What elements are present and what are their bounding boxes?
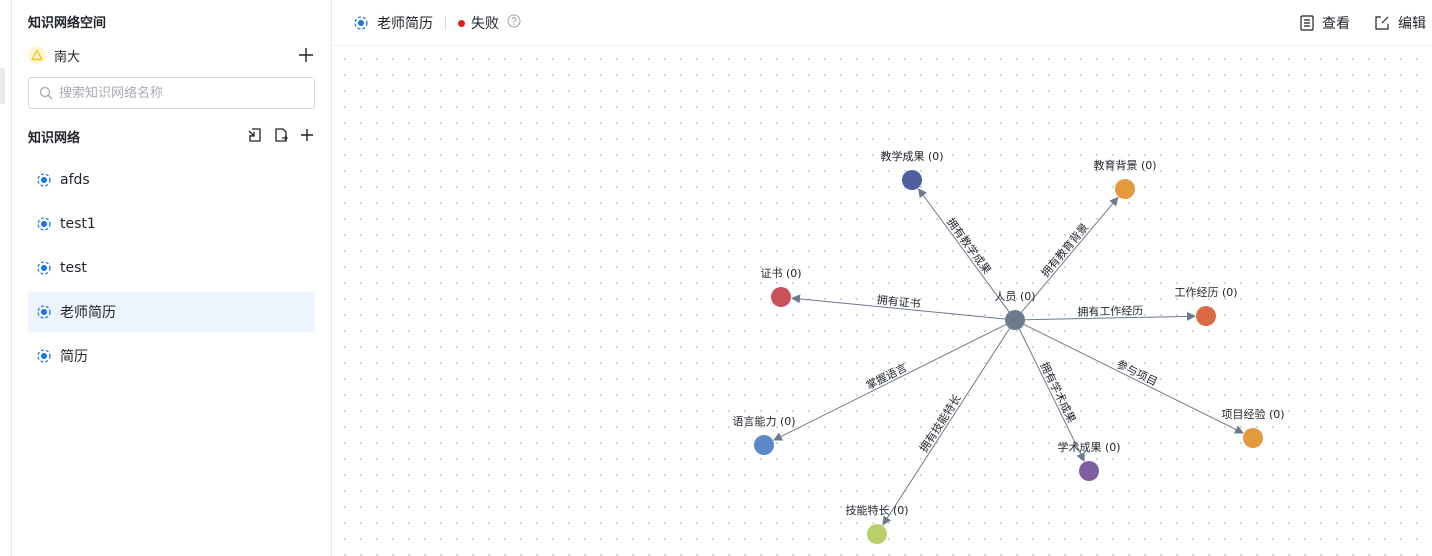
network-item-label: test1 (60, 216, 96, 232)
edge-label: 拥有学术成果 (1037, 360, 1079, 425)
edge-label: 拥有证书 (876, 292, 921, 310)
view-button-label: 查看 (1322, 16, 1350, 32)
network-icon (37, 173, 51, 187)
space-name: 南大 (54, 49, 81, 65)
graph-edge[interactable] (1021, 196, 1119, 313)
node-label: 教学成果 (0) (880, 149, 943, 163)
space-selector[interactable]: 南大 (28, 44, 316, 66)
node-label: 人员 (0) (994, 290, 1035, 303)
graph-edge[interactable] (1024, 311, 1196, 321)
graph-node[interactable] (902, 170, 922, 190)
graph-node[interactable] (771, 287, 791, 307)
graph-edge[interactable] (917, 188, 1010, 313)
network-list: afds test1 test 老师简历 简历 (28, 160, 315, 380)
graph-edge[interactable] (1018, 328, 1085, 462)
graph-canvas[interactable]: 拥有教学成果拥有教育背景拥有证书拥有工作经历掌握语言参与项目拥有学术成果拥有技能… (333, 47, 1432, 556)
edge-label: 拥有技能特长 (916, 392, 964, 455)
network-item-teacher-resume[interactable]: 老师简历 (28, 292, 315, 332)
edge-label: 拥有工作经历 (1077, 303, 1143, 318)
network-item-afds[interactable]: afds (28, 160, 315, 200)
network-icon (354, 16, 368, 30)
network-title: 老师简历 (377, 16, 433, 32)
network-icon (37, 305, 51, 319)
graph-edge[interactable] (791, 294, 1006, 320)
node-label: 教育背景 (0) (1093, 158, 1156, 172)
add-space-button[interactable] (296, 45, 316, 65)
node-label: 学术成果 (0) (1057, 440, 1120, 454)
sidebar: 知识网络空间 南大 知识网络 (12, 0, 332, 556)
network-icon (37, 217, 51, 231)
network-item-label: afds (60, 172, 90, 188)
node-label: 项目经验 (0) (1221, 407, 1284, 421)
export-button[interactable] (272, 126, 290, 144)
graph-node[interactable] (1196, 306, 1216, 326)
network-item-label: 老师简历 (60, 305, 116, 321)
network-item-test[interactable]: test (28, 248, 315, 288)
warning-triangle-icon (28, 46, 46, 64)
edit-icon (1375, 16, 1389, 30)
divider (445, 16, 446, 30)
network-item-label: test (60, 260, 87, 276)
section-title: 知识网络 (28, 130, 81, 146)
node-label: 技能特长 (0) (845, 503, 908, 517)
search-input[interactable] (59, 85, 299, 101)
network-item-label: 简历 (60, 349, 88, 365)
rail-marker (0, 68, 5, 104)
help-icon[interactable] (507, 14, 521, 32)
plus-icon (299, 48, 313, 62)
left-rail (0, 0, 12, 556)
sidebar-title: 知识网络空间 (28, 16, 107, 31)
status-dot (458, 19, 465, 27)
network-item-test1[interactable]: test1 (28, 204, 315, 244)
export-icon (275, 128, 288, 142)
graph-edge[interactable] (773, 324, 1007, 441)
network-item-resume[interactable]: 简历 (28, 336, 315, 376)
import-button[interactable] (246, 126, 264, 144)
network-icon (37, 349, 51, 363)
topbar: 老师简历 失败 查看 编辑 (333, 0, 1432, 46)
graph-edge[interactable] (882, 328, 1011, 526)
graph-node[interactable] (1115, 179, 1135, 199)
graph-node[interactable] (867, 524, 887, 544)
edit-button[interactable]: 编辑 (1374, 13, 1426, 33)
graph-edge[interactable] (1023, 323, 1244, 434)
search-icon (39, 86, 53, 100)
status-text: 失败 (471, 16, 499, 32)
node-label: 语言能力 (0) (732, 414, 795, 428)
node-label: 工作经历 (0) (1174, 286, 1237, 299)
import-icon (248, 128, 261, 142)
node-label: 证书 (0) (760, 267, 801, 280)
knowledge-graph[interactable]: 拥有教学成果拥有教育背景拥有证书拥有工作经历掌握语言参与项目拥有学术成果拥有技能… (333, 47, 1432, 556)
edge-label: 拥有教育背景 (1038, 220, 1091, 280)
edit-button-label: 编辑 (1398, 16, 1426, 32)
network-icon (37, 261, 51, 275)
graph-node[interactable] (1243, 428, 1263, 448)
search-box[interactable] (28, 77, 315, 109)
view-button[interactable]: 查看 (1300, 13, 1350, 33)
add-network-button[interactable] (298, 126, 316, 144)
graph-node[interactable] (1079, 461, 1099, 481)
graph-node[interactable] (754, 435, 774, 455)
network-section-header: 知识网络 (28, 126, 316, 146)
plus-icon (301, 129, 313, 141)
edge-label: 拥有教学成果 (944, 215, 994, 276)
document-icon (1300, 15, 1314, 31)
graph-node[interactable] (1005, 310, 1025, 330)
